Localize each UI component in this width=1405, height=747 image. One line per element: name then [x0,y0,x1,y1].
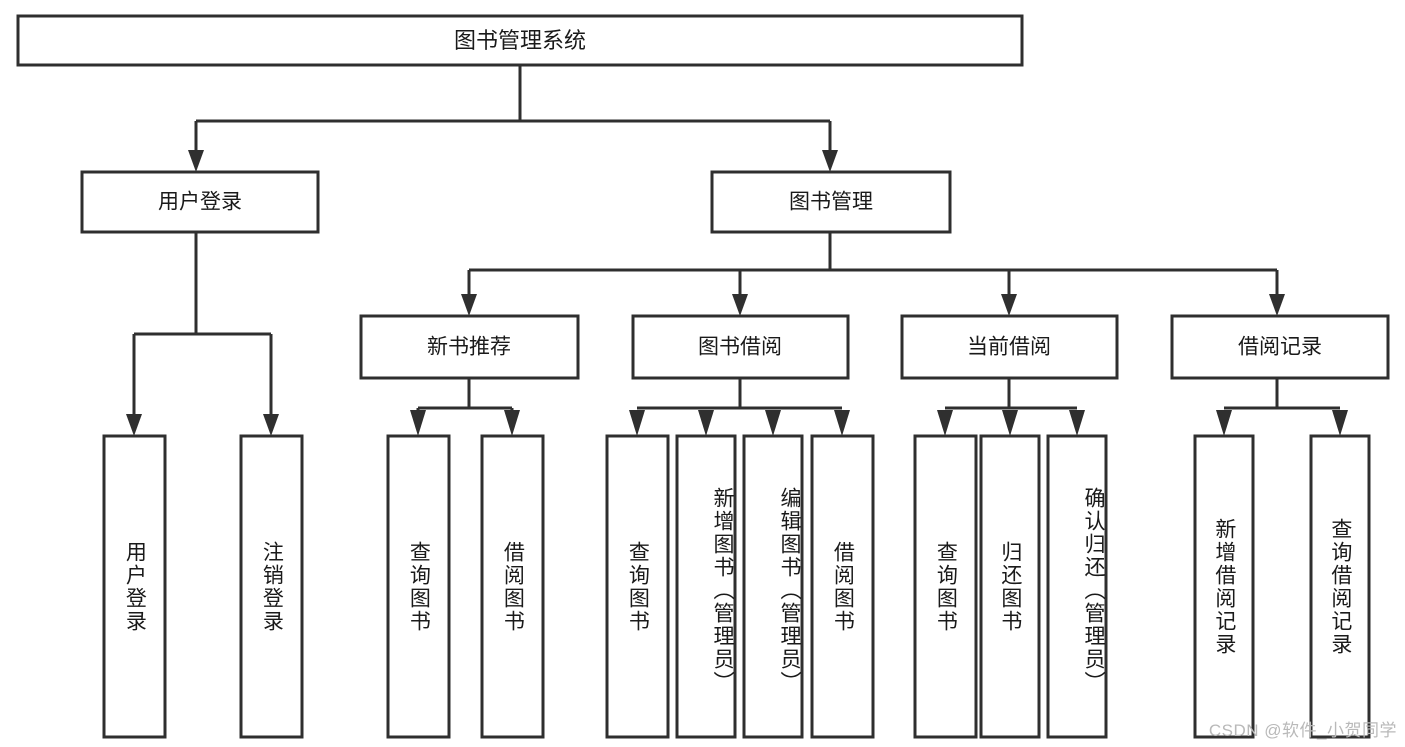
arrow-head-icon [937,410,953,436]
node-label-current-borrow: 当前借阅 [967,336,1051,359]
leaf-box[interactable] [386,434,451,739]
arrow-head-icon [263,414,279,436]
leaf-box[interactable] [1309,434,1371,739]
leaf-box[interactable] [675,434,737,739]
leaf-box[interactable] [742,434,804,739]
arrow-head-icon [629,410,645,436]
node-label-root: 图书管理系统 [454,28,586,53]
arrow-head-icon [1216,410,1232,436]
leaf-box[interactable] [102,434,167,739]
arrow-head-icon [1332,410,1348,436]
connector-book-borrow-to-leaves [629,378,850,436]
leaf-box[interactable] [979,434,1041,739]
leaf-box[interactable] [239,434,304,739]
node-label-book-management: 图书管理 [789,191,873,214]
leaf-box[interactable] [1046,434,1108,739]
arrow-head-icon [732,294,748,316]
node-new-book-recommend[interactable]: 新书推荐 [359,314,580,380]
connector-new-book-to-leaves [410,378,520,436]
csdn-watermark: CSDN @软件_小贺同学 [1208,721,1397,740]
arrow-head-icon [1269,294,1285,316]
node-label-user-login: 用户登录 [158,191,242,214]
arrow-head-icon [834,410,850,436]
node-current-borrow[interactable]: 当前借阅 [900,314,1119,380]
leaf-group-user-login [102,434,304,739]
connector-book-mgmt-to-level3 [461,232,1285,316]
leaf-box[interactable] [810,434,875,739]
node-book-management[interactable]: 图书管理 [710,170,952,234]
arrow-head-icon [461,294,477,316]
leaf-box[interactable] [480,434,545,739]
node-label-new-book-recommend: 新书推荐 [427,336,511,359]
node-box[interactable] [359,314,580,380]
arrow-head-icon [1069,410,1085,436]
node-label-borrow-record: 借阅记录 [1238,336,1322,359]
node-label-book-borrow: 图书借阅 [698,336,782,359]
leaf-box[interactable] [1193,434,1255,739]
node-box[interactable] [710,170,952,234]
node-box[interactable] [80,170,320,234]
node-borrow-record[interactable]: 借阅记录 [1170,314,1390,380]
connector-root-to-level2 [188,65,838,172]
leaf-group-borrow-record [1193,434,1371,739]
connector-user-login-to-leaves [126,232,279,436]
leaf-group-new-book-recommend [386,434,545,739]
node-box[interactable] [900,314,1119,380]
arrow-head-icon [126,414,142,436]
arrow-head-icon [1001,294,1017,316]
node-box[interactable] [16,14,1024,67]
leaf-group-current-borrow [913,434,1108,739]
arrow-head-icon [822,150,838,172]
arrow-head-icon [698,410,714,436]
node-user-login[interactable]: 用户登录 [80,170,320,234]
leaf-box[interactable] [913,434,978,739]
arrow-head-icon [188,150,204,172]
node-root-system[interactable]: 图书管理系统 [16,14,1024,67]
node-book-borrow[interactable]: 图书借阅 [631,314,850,380]
arrow-head-icon [1002,410,1018,436]
node-box[interactable] [631,314,850,380]
connector-current-borrow-to-leaves [937,378,1085,436]
leaf-group-book-borrow [605,434,875,739]
arrow-head-icon [504,410,520,436]
leaf-box[interactable] [605,434,670,739]
node-box[interactable] [1170,314,1390,380]
arrow-head-icon [410,410,426,436]
connector-borrow-record-to-leaves [1216,378,1348,436]
arrow-head-icon [765,410,781,436]
